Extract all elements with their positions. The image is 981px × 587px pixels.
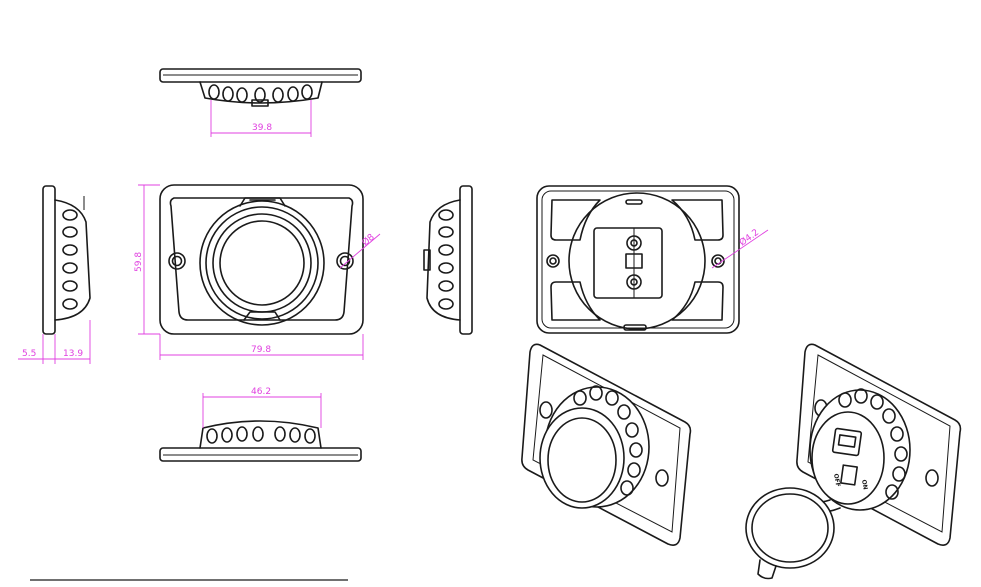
right-side-view	[423, 185, 473, 335]
isometric-view-closed	[521, 343, 692, 546]
dimension-front-width: 79.8	[251, 345, 271, 355]
dimension-bottom-width: 46.2	[251, 387, 271, 397]
dimension-front-height: 59.8	[134, 252, 144, 272]
switch-label-on: ON	[860, 479, 869, 490]
isometric-view-open: OFF ON	[745, 343, 962, 580]
dimension-side-plate: 5.5	[22, 349, 36, 359]
isometric-closed-ribs	[573, 385, 643, 496]
dimension-side-depth: 13.9	[63, 349, 83, 359]
bottom-view: 46.2	[159, 387, 362, 462]
top-view-ribs	[208, 84, 313, 103]
switch-label-off: OFF	[832, 473, 841, 487]
left-side-view: 5.5 13.9	[18, 185, 91, 364]
front-view: 59.8 79.8 Ø8	[134, 184, 381, 360]
bottom-view-ribs	[206, 426, 316, 444]
dimension-top-width: 39.8	[252, 123, 272, 133]
top-view: 39.8	[159, 68, 362, 137]
right-side-ribs	[438, 209, 454, 310]
dimension-rear-hole-diameter: Ø4.2	[737, 227, 761, 248]
isometric-open-ribs	[838, 388, 908, 500]
rear-view: Ø4.2	[536, 185, 769, 334]
left-side-ribs	[62, 209, 78, 310]
